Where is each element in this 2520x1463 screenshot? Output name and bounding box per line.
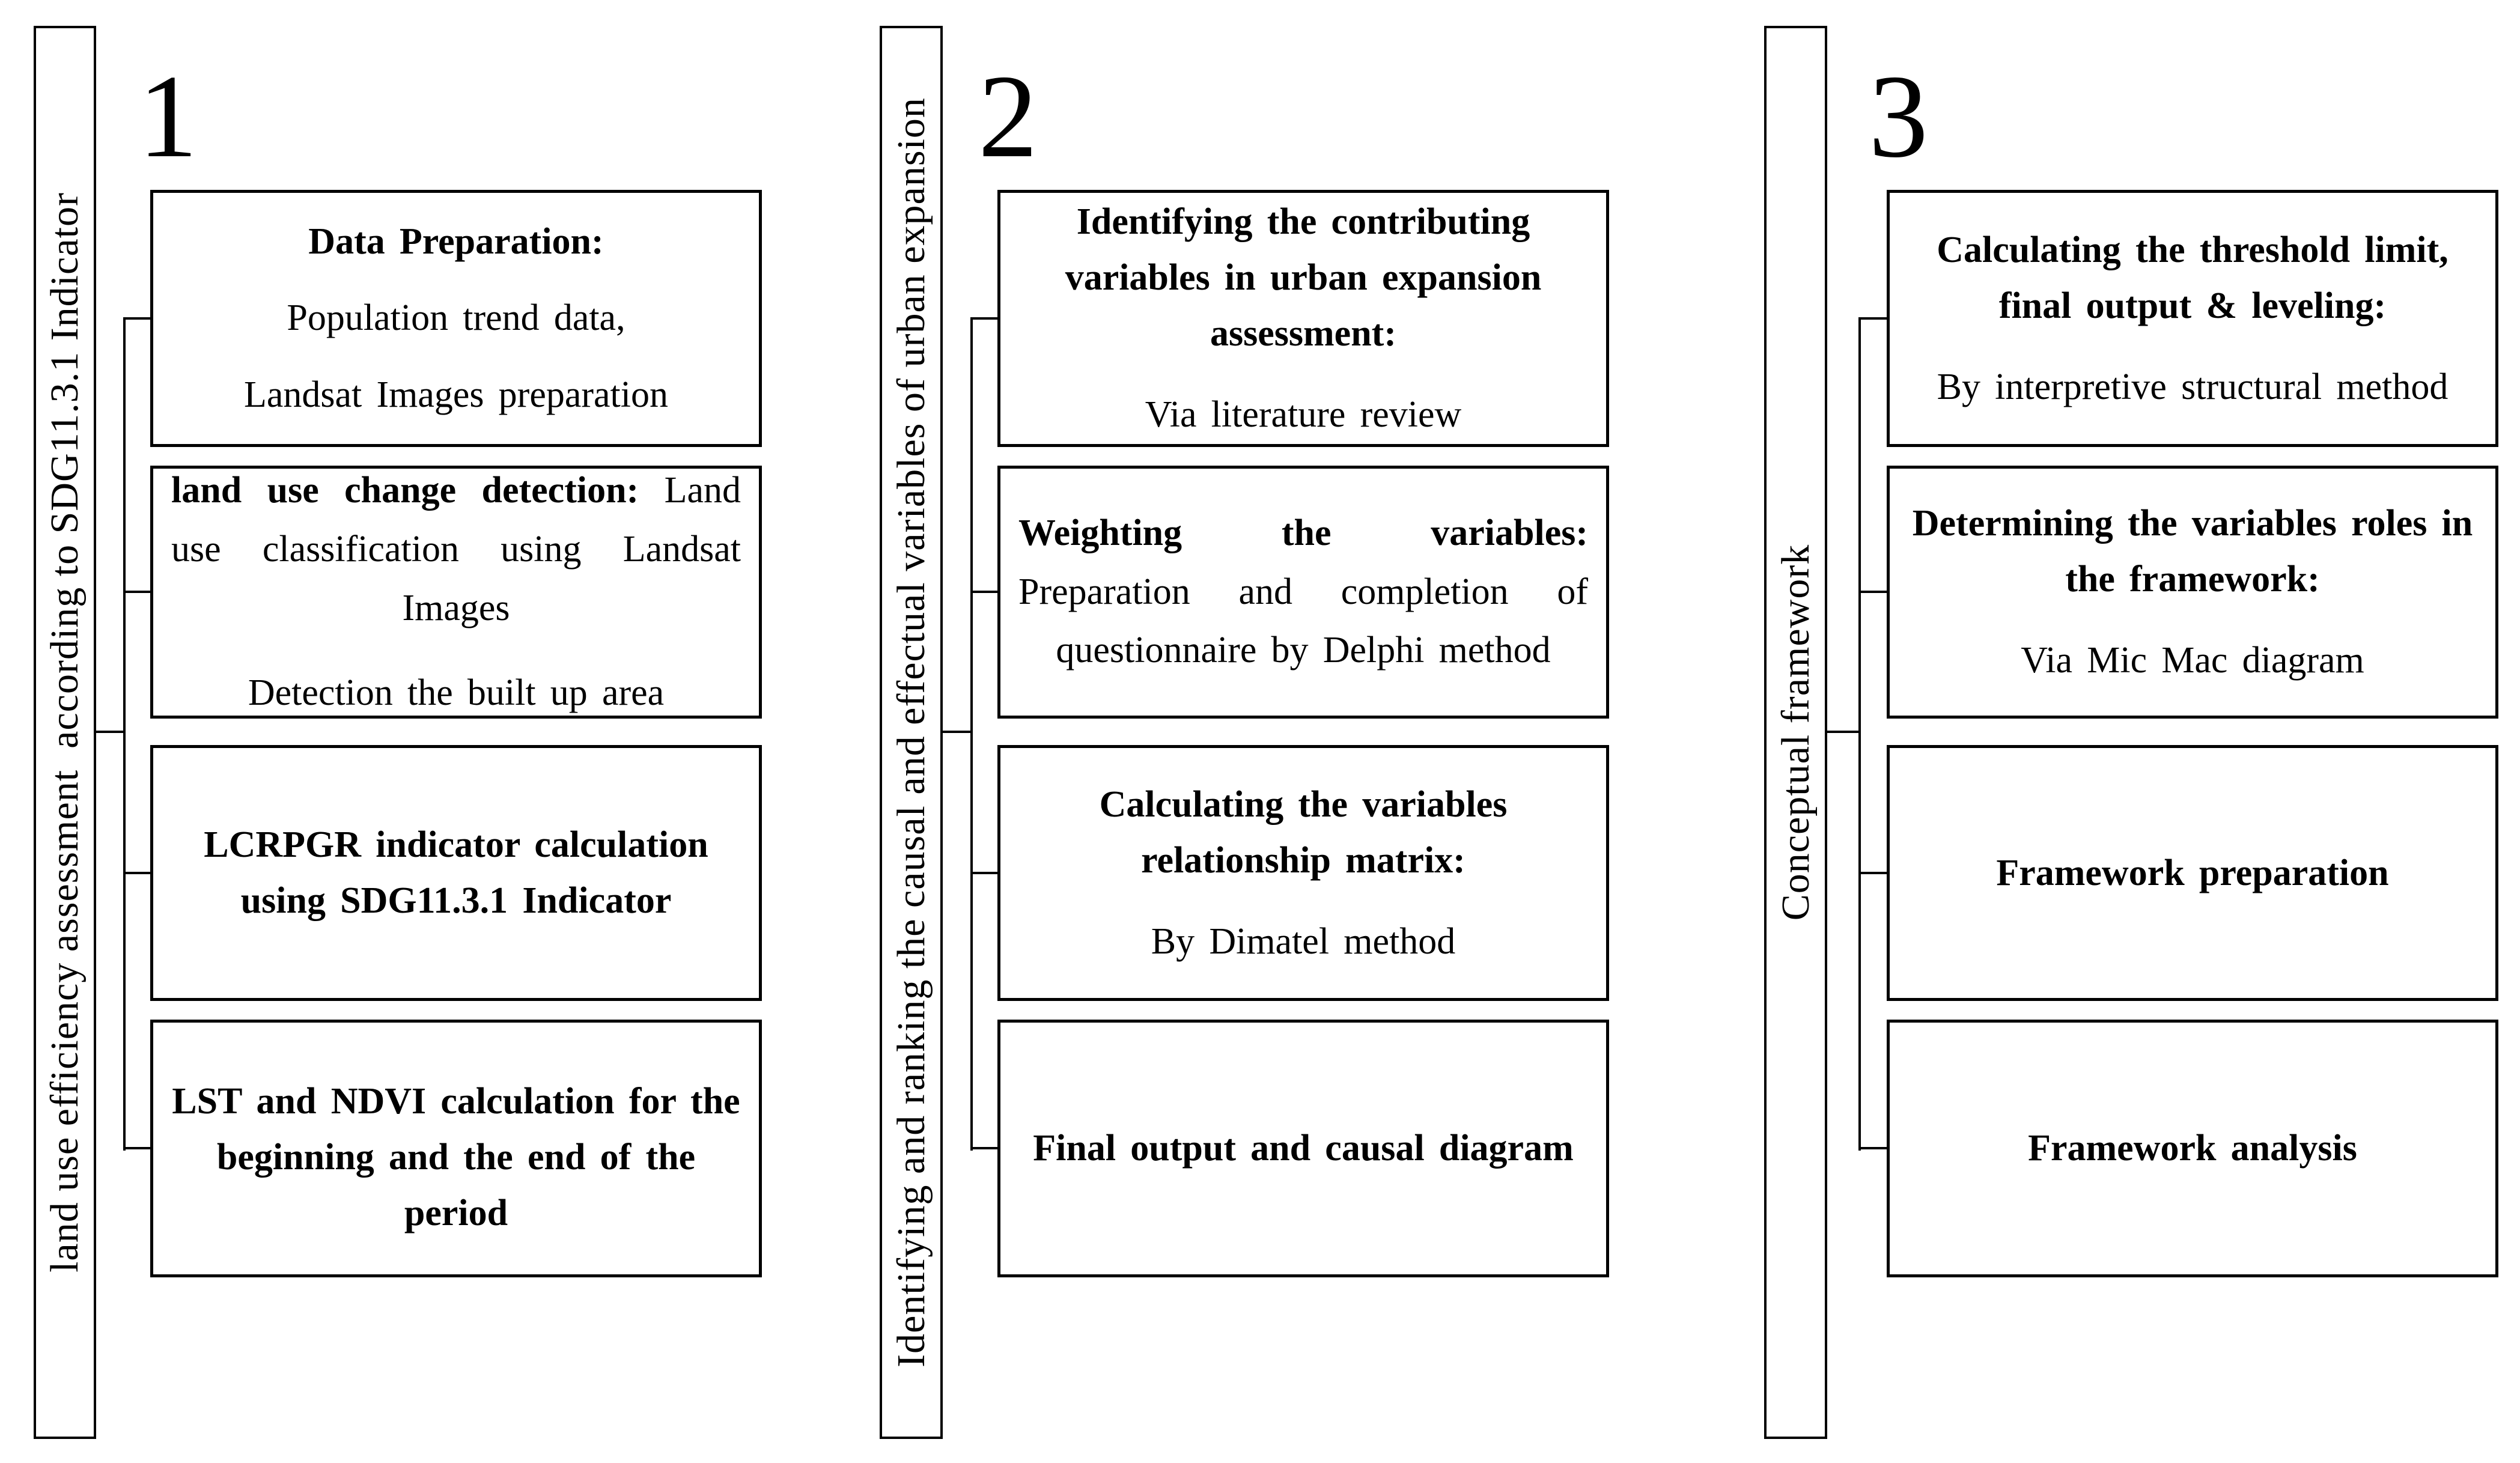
- phase-sidebar-label: land use efficiency assessment according…: [43, 192, 87, 1273]
- phase-sidebar-label: Conceptual framework: [1773, 544, 1818, 921]
- box-title: Identifying the contributing variables i…: [1065, 201, 1542, 354]
- step-box: Weighting the variables: Preparation and …: [997, 466, 1609, 719]
- connector-stub: [970, 1147, 997, 1149]
- connector-stub: [1858, 872, 1887, 874]
- box-paragraph: land use change detection:Land use class…: [171, 461, 741, 638]
- phase-number: 1: [138, 50, 198, 182]
- box-body: Land use classification using Landsat Im…: [171, 469, 741, 628]
- sidebar-connector: [1827, 731, 1858, 733]
- box-title: Determining the variables roles in the f…: [1912, 503, 2473, 600]
- phase-sidebar: Identifying and ranking the causal and e…: [880, 26, 943, 1439]
- step-box: Identifying the contributing variables i…: [997, 190, 1609, 447]
- step-box: Data Preparation: Population trend data,…: [150, 190, 762, 447]
- box-body: By interpretive structural method: [1937, 366, 2448, 407]
- connector-stub: [123, 872, 150, 874]
- sidebar-connector: [96, 731, 123, 733]
- step-box: Framework preparation: [1887, 745, 2498, 1001]
- step-box: Calculating the threshold limit, final o…: [1887, 190, 2498, 447]
- step-box: Determining the variables roles in the f…: [1887, 466, 2498, 719]
- connector-stub: [970, 591, 997, 593]
- connector-stub: [970, 872, 997, 874]
- phase-sidebar-label: Identifying and ranking the causal and e…: [889, 97, 933, 1367]
- step-box: LST and NDVI calculation for the beginni…: [150, 1020, 762, 1277]
- box-paragraph: Weighting the variables: Preparation and …: [1018, 504, 1588, 681]
- box-body-line2: Detection the built up area: [248, 672, 665, 714]
- step-box: Calculating the variables relationship m…: [997, 745, 1609, 1001]
- box-title: Weighting the variables:: [1018, 512, 1588, 553]
- step-box: LCRPGR indicator calculation using SDG11…: [150, 745, 762, 1001]
- step-box: Framework analysis: [1887, 1020, 2498, 1277]
- connector-stub: [123, 591, 150, 593]
- step-box: Final output and causal diagram: [997, 1020, 1609, 1277]
- connector-stub: [123, 1147, 150, 1149]
- box-title: Framework preparation: [1996, 852, 2389, 893]
- connector-stub: [1858, 1147, 1887, 1149]
- connector-stub: [970, 317, 997, 320]
- box-title: Framework analysis: [2028, 1128, 2357, 1169]
- box-body: Via literature review: [1145, 394, 1462, 435]
- step-box: land use change detection:Land use class…: [150, 466, 762, 719]
- phase-sidebar: land use efficiency assessment according…: [34, 26, 96, 1439]
- connector-vline: [123, 317, 126, 1151]
- connector-vline: [1858, 317, 1861, 1151]
- box-body: Population trend data, Landsat Images pr…: [244, 297, 668, 415]
- connector-stub: [1858, 591, 1887, 593]
- connector-stub: [1858, 317, 1887, 320]
- box-title: LST and NDVI calculation for the beginni…: [172, 1081, 740, 1233]
- box-title: land use change detection:: [171, 469, 639, 511]
- box-title: LCRPGR indicator calculation using SDG11…: [204, 824, 708, 921]
- connector-stub: [123, 317, 150, 320]
- box-body: Via Mic Mac diagram: [2021, 640, 2364, 681]
- box-title: Data Preparation:: [308, 221, 604, 263]
- box-title: Calculating the variables relationship m…: [1099, 783, 1508, 881]
- connector-vline: [970, 317, 973, 1151]
- phase-sidebar: Conceptual framework: [1764, 26, 1827, 1439]
- sidebar-connector: [943, 731, 970, 733]
- phase-number: 3: [1869, 50, 1928, 182]
- box-body: Preparation and completion of questionna…: [1018, 571, 1588, 671]
- box-title: Calculating the threshold limit, final o…: [1937, 229, 2448, 326]
- phase-number: 2: [978, 50, 1038, 182]
- box-title: Final output and causal diagram: [1033, 1128, 1574, 1169]
- box-body: By Dimatel method: [1151, 920, 1456, 962]
